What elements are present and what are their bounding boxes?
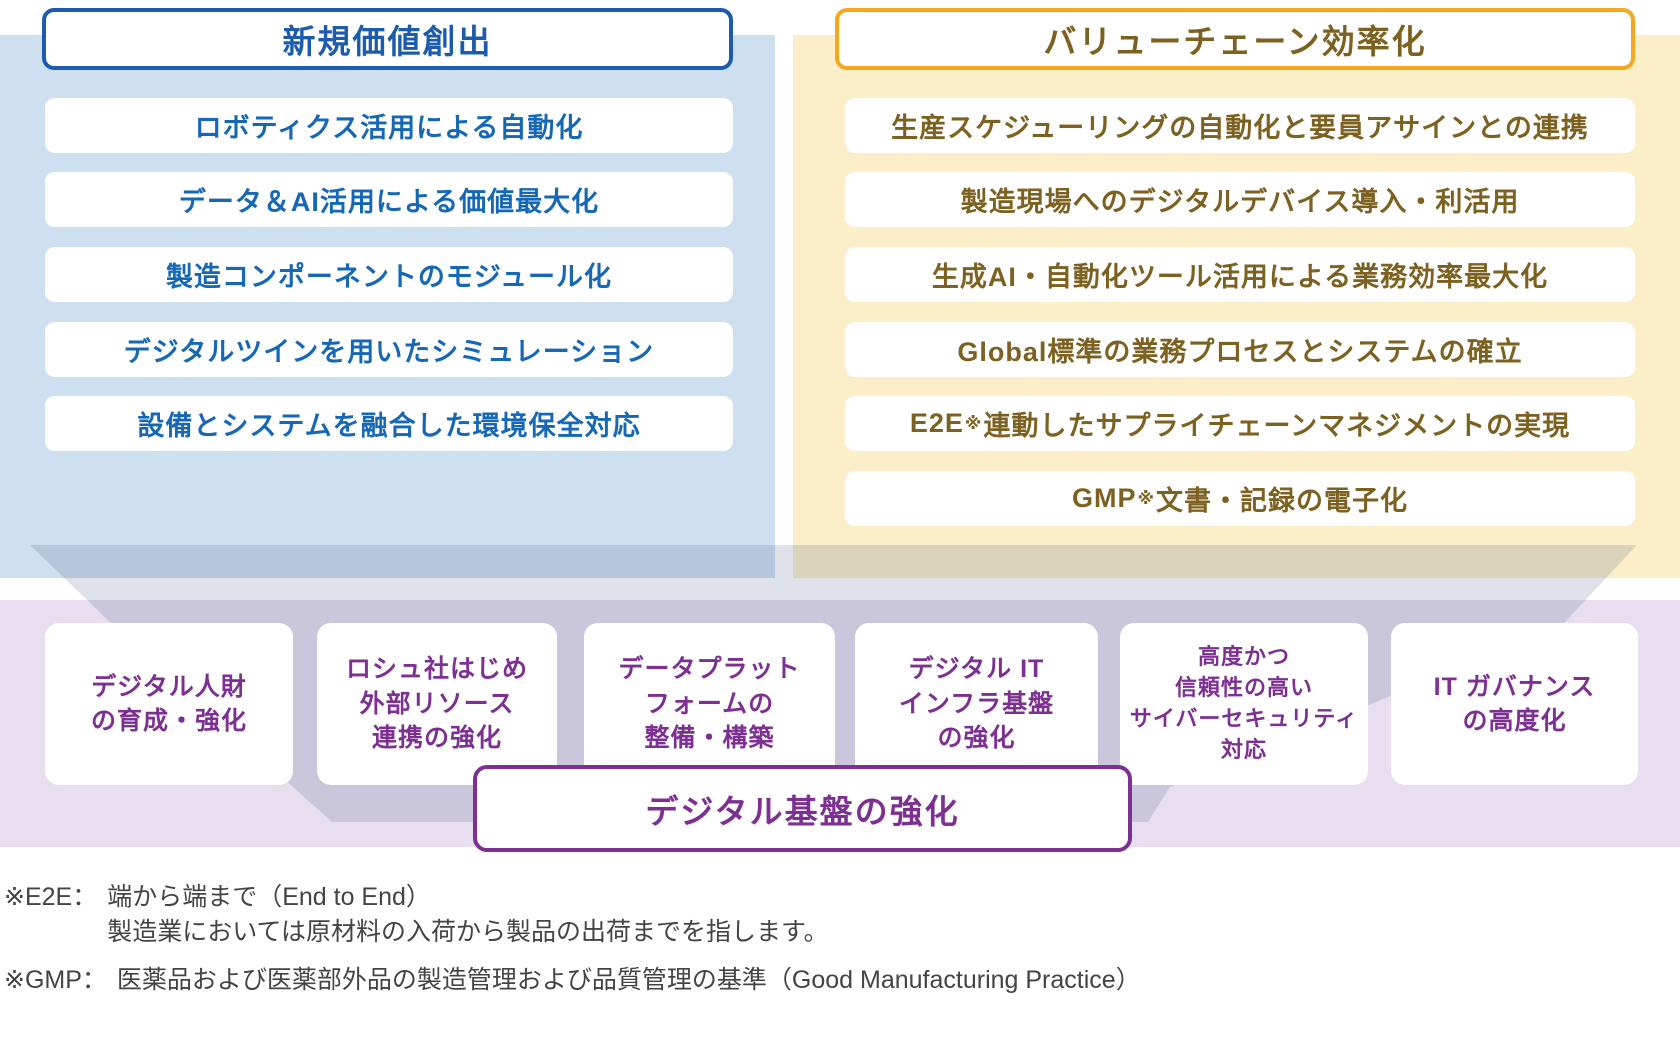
box-line: インフラ基盤 xyxy=(898,689,1055,718)
footnote-e2e: ※E2E： 端から端まで（End to End） 製造業においては原材料の入荷か… xyxy=(4,880,828,950)
value-chain-item: E2E※連動したサプライチェーンマネジメントの実現 xyxy=(845,396,1635,451)
box-line: の高度化 xyxy=(1462,707,1567,735)
box-line: サイバーセキュリティ xyxy=(1129,706,1359,731)
new-value-title: 新規価値創出 xyxy=(282,23,493,60)
box-line: IT ガバナンス xyxy=(1433,672,1596,701)
footnote-label: ※GMP： xyxy=(4,966,107,994)
box-line: 高度かつ xyxy=(1197,644,1290,670)
box-line: 整備・構築 xyxy=(644,724,775,753)
foundation-box-external-resources: ロシュ社はじめ 外部リソース 連携の強化 xyxy=(317,623,557,785)
box-line: ロシュ社はじめ xyxy=(345,655,528,684)
value-chain-header: バリューチェーン効率化 xyxy=(835,8,1635,70)
box-line: デジタル人財 xyxy=(91,672,247,701)
foundation-box-it-governance: IT ガバナンス の高度化 xyxy=(1391,623,1638,785)
item-text-pre: E2E xyxy=(909,408,964,438)
new-value-item: 製造コンポーネントのモジュール化 xyxy=(45,247,733,302)
new-value-item: ロボティクス活用による自動化 xyxy=(45,98,733,153)
value-chain-item: 製造現場へのデジタルデバイス導入・利活用 xyxy=(845,172,1635,227)
item-text-post: 文書・記録の電子化 xyxy=(1156,486,1409,516)
footnote-label: ※E2E： xyxy=(4,883,98,911)
value-chain-item: 生成AI・自動化ツール活用による業務効率最大化 xyxy=(845,247,1635,302)
footnote-body: 医薬品および医薬部外品の製造管理および品質管理の基準（Good Manufact… xyxy=(117,963,1141,998)
box-line: フォームの xyxy=(644,689,775,718)
box-line: 対応 xyxy=(1220,736,1267,762)
foundation-box-digital-talent: デジタル人財 の育成・強化 xyxy=(45,623,293,785)
digital-foundation-title: デジタル基盤の強化 xyxy=(645,792,960,830)
new-value-item: 設備とシステムを融合した環境保全対応 xyxy=(45,396,733,451)
item-text-pre: GMP xyxy=(1071,483,1137,513)
foundation-box-cybersecurity: 高度かつ 信頼性の高い サイバーセキュリティ 対応 xyxy=(1120,623,1368,785)
box-line: の強化 xyxy=(937,724,1016,753)
digital-foundation-header: デジタル基盤の強化 xyxy=(473,765,1132,852)
box-line: デジタル IT xyxy=(908,655,1045,684)
footnote-body: 端から端まで（End to End） 製造業においては原材料の入荷から製品の出荷… xyxy=(107,880,828,950)
foundation-box-it-infrastructure: デジタル IT インフラ基盤 の強化 xyxy=(855,623,1098,785)
value-chain-item: Global標準の業務プロセスとシステムの確立 xyxy=(845,322,1635,377)
footnote-line: 端から端まで（End to End） xyxy=(107,883,431,911)
foundation-box-data-platform: データプラット フォームの 整備・構築 xyxy=(584,623,835,785)
value-chain-item: 生産スケジューリングの自動化と要員アサインとの連携 xyxy=(845,98,1635,153)
item-text-post: 連動したサプライチェーンマネジメントの実現 xyxy=(983,411,1571,441)
box-line: 信頼性の高い xyxy=(1174,675,1313,701)
footnote-gmp: ※GMP： 医薬品および医薬部外品の製造管理および品質管理の基準（Good Ma… xyxy=(4,963,1141,998)
box-line: データプラット xyxy=(618,655,801,684)
value-chain-item: GMP※文書・記録の電子化 xyxy=(845,471,1635,526)
value-chain-title: バリューチェーン効率化 xyxy=(1043,23,1427,60)
box-line: 外部リソース xyxy=(359,689,515,718)
footnote-line: 医薬品および医薬部外品の製造管理および品質管理の基準（Good Manufact… xyxy=(116,966,1141,994)
box-line: の育成・強化 xyxy=(90,707,247,735)
new-value-item: データ＆AI活用による価値最大化 xyxy=(45,172,733,227)
new-value-item: デジタルツインを用いたシミュレーション xyxy=(45,322,733,377)
box-line: 連携の強化 xyxy=(371,724,502,753)
new-value-header: 新規価値創出 xyxy=(42,8,733,70)
footnote-line: 製造業においては原材料の入荷から製品の出荷までを指します。 xyxy=(107,918,829,946)
